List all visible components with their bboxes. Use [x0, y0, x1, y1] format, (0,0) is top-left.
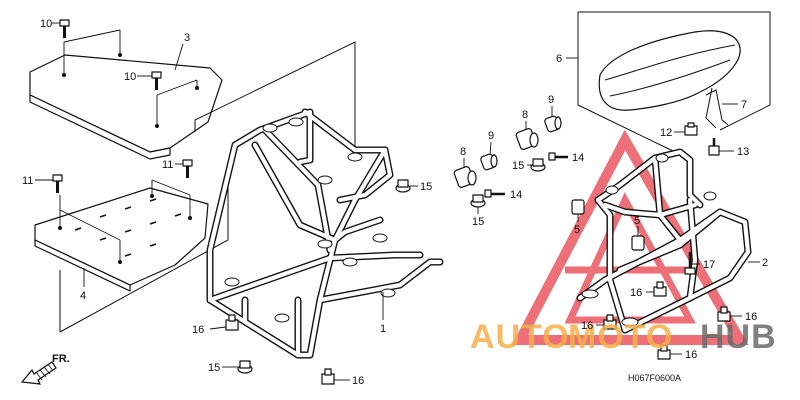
- watermark-text: AUTO MOTO HUB: [470, 318, 777, 356]
- hook-7: [705, 87, 738, 129]
- cushion-16-c: [646, 281, 667, 297]
- plate-3: [29, 29, 223, 160]
- callout-15-b: 15: [420, 181, 432, 193]
- callout-12: 12: [660, 127, 672, 139]
- cushion-16-e: [717, 306, 742, 322]
- callout-8-b: 8: [522, 109, 528, 121]
- nut-15-a: [222, 360, 253, 374]
- nut-15-b: [395, 179, 418, 193]
- callout-11-b: 11: [162, 159, 173, 171]
- callout-10-a: 10: [40, 18, 52, 30]
- callout-9-a: 9: [488, 130, 494, 142]
- callout-2: 2: [762, 257, 768, 269]
- callout-16-c: 16: [630, 287, 642, 299]
- screw-14-b: [548, 152, 568, 161]
- callout-11-a: 11: [22, 175, 33, 187]
- watermark-hub: HUB: [700, 318, 777, 356]
- callout-17: 17: [703, 259, 715, 271]
- callout-16-a: 16: [192, 324, 204, 336]
- bolt-17: [684, 252, 700, 275]
- watermark: [511, 129, 749, 345]
- callout-6: 6: [556, 53, 562, 65]
- callout-14-a: 14: [510, 189, 522, 201]
- bolt-10-b: [151, 71, 162, 90]
- callout-1: 1: [380, 323, 386, 335]
- nut-15-d: [527, 158, 546, 172]
- plate-4: [34, 179, 209, 292]
- callout-16-d: 16: [581, 320, 593, 332]
- cushion-16-d: [596, 314, 617, 330]
- seat-6: [566, 11, 771, 153]
- callout-9-b: 9: [548, 94, 554, 106]
- collar-8-a: [453, 166, 477, 188]
- frame-2: [576, 148, 760, 334]
- callout-14-b: 14: [572, 152, 584, 164]
- front-label: FR.: [52, 353, 70, 365]
- callout-16-b: 16: [352, 375, 364, 387]
- callout-8-a: 8: [460, 146, 466, 158]
- callout-5-a: 5: [574, 224, 580, 236]
- callouts: 10 3 10 11 11 4 1 15 16 15 16 8 9 8 9 14…: [22, 18, 768, 387]
- collar-5-b: [631, 226, 645, 251]
- callout-5-b: 5: [634, 215, 640, 227]
- explode-guide-lines: [59, 41, 356, 333]
- bolt-10-a: [59, 19, 70, 38]
- front-arrow: FR.: [20, 353, 70, 385]
- clip-12: [674, 122, 698, 136]
- callout-13: 13: [737, 146, 749, 158]
- bolt-11-b: [182, 159, 193, 178]
- callout-3: 3: [184, 32, 190, 44]
- cushion-16-f: [657, 344, 682, 360]
- callout-10-b: 10: [124, 71, 136, 83]
- bolt-13: [708, 138, 734, 156]
- callout-15-d: 15: [512, 160, 524, 172]
- callout-7: 7: [741, 99, 747, 111]
- cushion-16-b: [321, 368, 350, 385]
- callout-16-f: 16: [685, 349, 697, 361]
- callout-4: 4: [80, 290, 86, 302]
- callout-15-c: 15: [472, 216, 484, 228]
- diagram-code: H067F0600A: [628, 373, 681, 383]
- collar-5-a: [571, 199, 585, 222]
- callout-16-e: 16: [745, 311, 757, 323]
- collar-8-b: [515, 128, 539, 150]
- watermark-auto: AUTO: [470, 318, 570, 356]
- bolt-11-a: [52, 174, 63, 193]
- watermark-moto: MOTO: [568, 318, 673, 356]
- collar-9-a: [480, 153, 498, 171]
- frame-1: [206, 108, 444, 359]
- collar-9-b: [544, 115, 562, 133]
- watermark-triangle-outer: [511, 129, 749, 345]
- callout-15-a: 15: [208, 362, 220, 374]
- cushion-16-a: [209, 314, 239, 331]
- nut-15-c: [470, 194, 486, 208]
- screw-14-a: [484, 189, 505, 198]
